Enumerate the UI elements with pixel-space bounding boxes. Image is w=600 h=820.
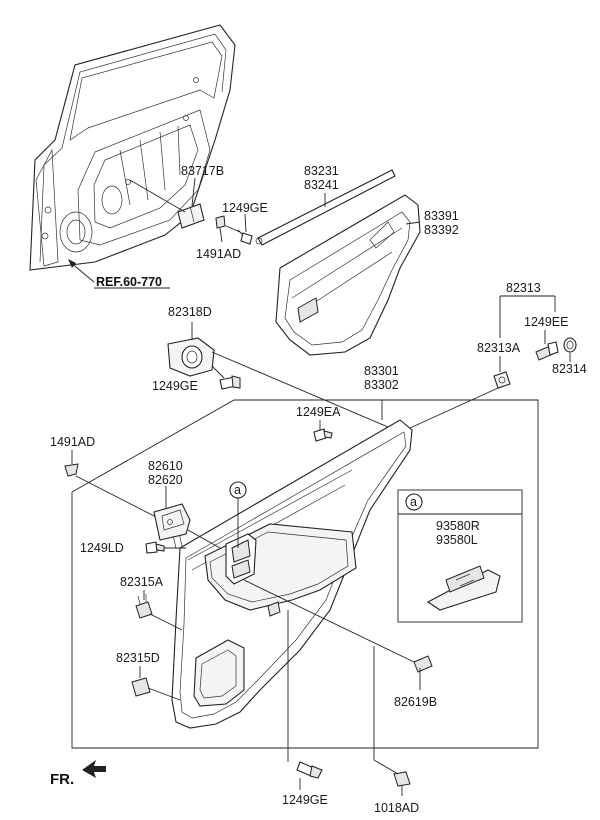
weatherstrip-83231 [255,169,396,246]
inside-handle-82610 [153,503,191,541]
label-82314: 82314 [552,362,587,376]
label-83241: 83241 [304,178,339,192]
label-82619b: 82619B [394,695,437,709]
inset-switch-box: a [397,489,523,623]
rear-door-frame [29,24,236,271]
inset-a-text: a [410,495,417,509]
clip-82315a [135,594,153,619]
label-1491ad-upper: 1491AD [196,247,241,261]
label-83302: 83302 [364,378,399,392]
front-direction-arrow [82,760,106,778]
label-83301: 83301 [364,364,399,378]
cap-82314 [563,337,577,353]
label-82313: 82313 [506,281,541,295]
label-82313a: 82313A [477,341,521,355]
label-83392: 83392 [424,223,459,237]
label-1491ad-lower: 1491AD [50,435,95,449]
label-fr: FR. [50,771,74,788]
label-83231: 83231 [304,164,339,178]
bolt-1249ge-lower [296,761,323,779]
label-93580l: 93580L [436,533,478,547]
label-1018ad: 1018AD [374,801,419,815]
label-1249ge-lower: 1249GE [282,793,328,807]
callout-a-marker: a [229,481,247,548]
bolt-1249ge-middle [219,375,241,390]
clip-1018ad [393,771,411,787]
door-trim-assembly-box [71,399,539,749]
bracket-83717b [177,203,205,229]
label-1249ld: 1249LD [80,541,124,555]
label-83717b: 83717B [181,164,224,178]
door-trim-panel [171,419,413,729]
screw-1249ea [313,428,333,442]
label-83391: 83391 [424,209,459,223]
screw-1249ee [535,341,559,361]
label-1249ee: 1249EE [524,315,568,329]
label-82610: 82610 [148,459,183,473]
bracket-82318d [167,337,215,377]
bolt-1249ge-upper [225,225,253,245]
callout-a-text: a [234,483,241,497]
label-82318d: 82318D [168,305,212,319]
label-82315a: 82315A [120,575,164,589]
label-82315d: 82315D [116,651,160,665]
label-1249ge-middle: 1249GE [152,379,198,393]
screw-1249ld [145,541,165,554]
clip-82315d [131,677,151,697]
retainer-82313a [493,371,511,389]
inner-panel-83391 [275,194,421,356]
ref-arrow [68,259,170,289]
label-93580r: 93580R [436,519,480,533]
clip-1491ad-upper [215,215,226,229]
cap-82619b [413,655,433,673]
label-82620: 82620 [148,473,183,487]
label-ref: REF.60-770 [96,275,162,289]
label-1249ge-upper: 1249GE [222,201,268,215]
label-1249ea: 1249EA [296,405,341,419]
clip-1491ad-lower [64,463,79,477]
